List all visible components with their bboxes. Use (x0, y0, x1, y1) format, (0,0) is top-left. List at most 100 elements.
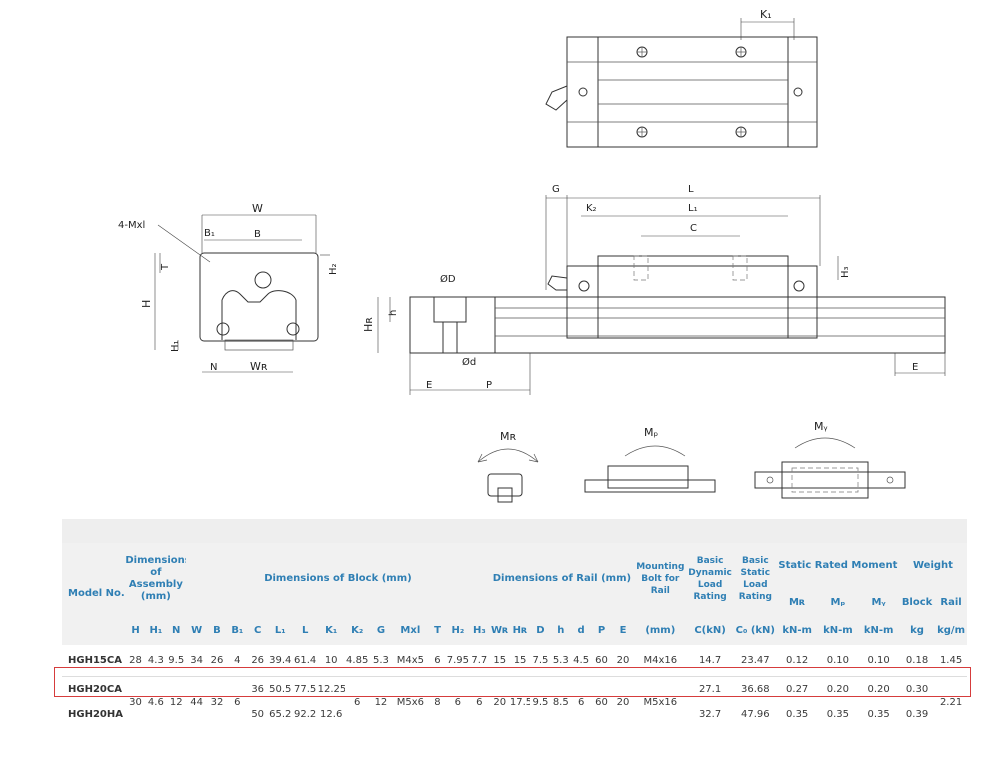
sub-header: H₂ (446, 615, 470, 645)
sub-header: K₂ (344, 615, 370, 645)
moment-mp-diagram: Mₚ (584, 426, 716, 493)
label-mr: Mʀ (500, 430, 516, 443)
table-cell: 9.5 (166, 645, 187, 677)
label-h3: H₃ (840, 266, 851, 278)
sub-header: kN-m (776, 615, 818, 645)
table-cell: 6 (577, 696, 585, 708)
label-e-right: E (912, 362, 918, 373)
table-cell: 27.1 (698, 684, 722, 695)
label-g: G (552, 184, 560, 195)
table-cell: 0.30 (905, 684, 929, 695)
table-row-hgh20ca: HGH20CA 30 4.6 12 44 32 6 36 50.5 77.5 1… (62, 677, 967, 708)
table-cell: 10 (317, 645, 345, 677)
model-cell: HGH20HA (68, 709, 123, 720)
table-cell: 8 (434, 696, 441, 708)
col-group-block: Dimensions of Block (mm) (186, 543, 490, 615)
col-rail-weight: Rail (935, 589, 967, 615)
technical-drawing: K₁ W 4-Mxl B₁ B T H₂ H H₁ N Wʀ (118, 8, 946, 503)
sub-header: H₁ (145, 615, 167, 645)
table-cell: 39.4 (267, 645, 293, 677)
sub-header: (mm) (634, 615, 687, 645)
label-mxl: 4-Mxl (118, 220, 145, 231)
label-w: W (252, 202, 263, 215)
table-cell: 4.6 (147, 696, 164, 708)
table-cell: 44 (190, 696, 203, 708)
table-cell: 20 (611, 645, 635, 677)
model-cell: HGH15CA (62, 645, 126, 677)
col-group-mounting: Mounting Bolt for Rail (634, 543, 687, 615)
col-group-static: Basic Static Load Rating (733, 543, 777, 615)
table-cell: 14.7 (686, 645, 734, 677)
spec-table-wrap: Model No. Dimensions of Assembly (mm) Di… (62, 519, 967, 759)
table-cell: 32.7 (698, 709, 722, 720)
table-cell: 50.5 (269, 684, 292, 695)
table-cell: 6 (428, 645, 447, 677)
label-mp: Mₚ (644, 426, 658, 439)
label-hr: Hʀ (362, 317, 375, 332)
table-cell: 0.20 (867, 684, 890, 695)
label-od-small: Ød (462, 356, 476, 368)
table-cell: 77.5 (294, 684, 317, 695)
label-e: E (426, 380, 432, 391)
spec-table: Model No. Dimensions of Assembly (mm) Di… (62, 519, 967, 727)
label-h2: H₂ (328, 263, 339, 275)
table-cell: M4x5 (392, 645, 429, 677)
table-cell: 0.35 (867, 709, 890, 720)
label-n: N (210, 362, 217, 373)
table-cell: 65.2 (269, 709, 292, 720)
label-od: ØD (440, 273, 456, 285)
table-cell: 47.96 (741, 709, 770, 720)
col-mr: Mʀ (776, 589, 818, 615)
table-cell: 60 (595, 696, 608, 708)
col-model: Model No. (62, 543, 126, 645)
table-cell: 0.27 (786, 684, 809, 695)
col-block-weight: Block (898, 589, 936, 615)
table-cell: 4 (227, 645, 248, 677)
sub-header: L₁ (267, 615, 293, 645)
sub-header: h (550, 615, 571, 645)
table-cell: 0.35 (786, 709, 809, 720)
sub-header: kg/m (935, 615, 967, 645)
top-view-block: K₁ (545, 8, 818, 148)
sub-header: Hʀ (509, 615, 531, 645)
model-cell: HGH20CA (68, 684, 122, 695)
table-cell: 0.35 (826, 709, 850, 720)
sub-header: L (292, 615, 318, 645)
label-b: B (254, 229, 261, 240)
table-cell: 20 (616, 696, 630, 708)
table-cell: 0.10 (817, 645, 859, 677)
table-cell: 28 (125, 645, 146, 677)
table-cell: 23.47 (733, 645, 777, 677)
table-cell: 5.3 (369, 645, 393, 677)
table-cell: 0.18 (898, 645, 936, 677)
sub-header: K₁ (317, 615, 345, 645)
label-h-small: h (388, 310, 399, 316)
table-cell: 4.85 (344, 645, 370, 677)
table-cell: 36 (251, 684, 265, 695)
table-cell: 61.4 (292, 645, 318, 677)
label-h1: H₁ (170, 340, 181, 352)
label-c: C (690, 223, 697, 234)
label-wr: Wʀ (250, 360, 268, 373)
sub-header: N (166, 615, 187, 645)
label-p: P (486, 380, 492, 391)
moment-my-diagram: Mᵧ (754, 420, 906, 499)
sub-header: H₃ (469, 615, 490, 645)
table-cell: 17.5 (509, 696, 531, 708)
table-cell: 30 (129, 696, 142, 708)
table-cell: M4x16 (634, 645, 687, 677)
col-group-assembly: Dimensions of Assembly (mm) (125, 543, 187, 615)
table-cell: 20 (493, 696, 507, 708)
table-cell: 7.5 (530, 645, 551, 677)
table-cell: 0.10 (858, 645, 899, 677)
table-cell: 26 (206, 645, 228, 677)
table-cell: 7.95 (446, 645, 470, 677)
table-row-hgh20ha: HGH20HA 50 65.2 92.2 12.6 32.7 47.96 0.3… (62, 702, 967, 727)
table-cell: 26 (247, 645, 268, 677)
table-cell: 92.2 (294, 709, 317, 720)
table-cell: 6 (454, 696, 462, 708)
sub-header: T (428, 615, 447, 645)
col-group-dynamic: Basic Dynamic Load Rating (686, 543, 734, 615)
table-cell: 5.3 (550, 645, 571, 677)
col-mp: Mₚ (817, 589, 859, 615)
